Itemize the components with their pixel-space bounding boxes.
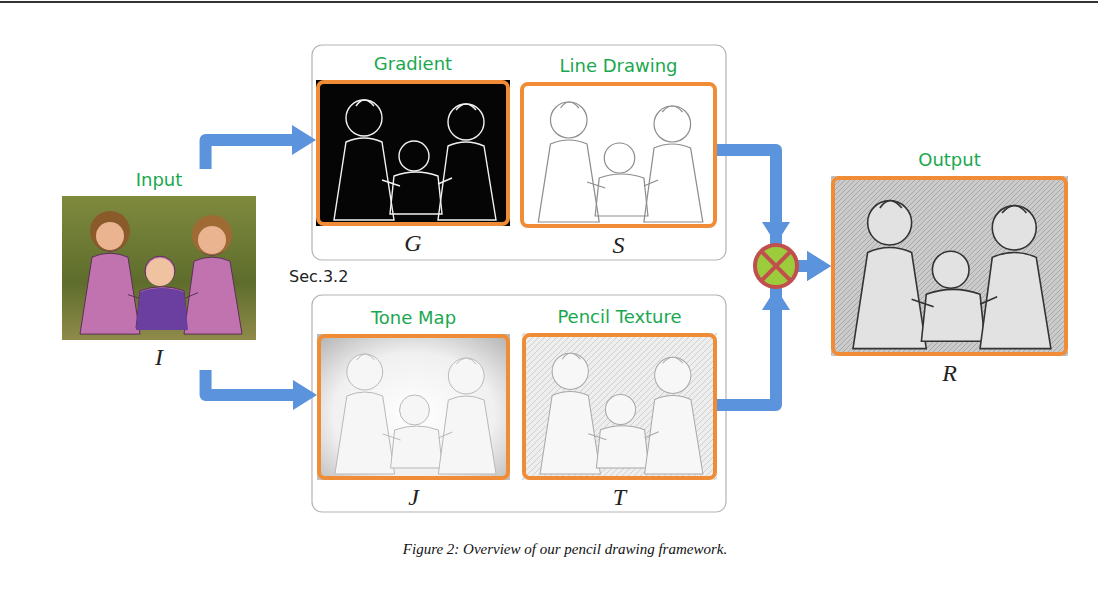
stage-heading: Output: [918, 149, 981, 170]
merge-arrowhead: [762, 222, 790, 244]
photo-hair: [90, 211, 130, 251]
stage-heading: Line Drawing: [559, 55, 677, 76]
symbol-letter: G: [404, 230, 421, 256]
photo-face: [198, 226, 226, 254]
process-box: OutputR: [831, 149, 1068, 386]
image-ground: [316, 80, 510, 226]
image-figures: [538, 102, 703, 222]
process-box: InputI: [62, 169, 256, 370]
symbol-letter: S: [613, 232, 625, 258]
process-box: Line DrawingS: [520, 55, 717, 258]
figure-caption: Figure 2: Overview of our pencil drawing…: [403, 541, 727, 558]
section-label: Sec.3.2: [289, 267, 348, 286]
page-rule: [0, 1, 1098, 3]
image-frame: [62, 196, 256, 340]
image-figures: [335, 354, 496, 474]
line-drawing-image: [520, 82, 717, 228]
image-ground: [522, 333, 717, 480]
image-frame: [316, 80, 510, 226]
image-figures: [540, 353, 703, 474]
stage-panel: [312, 45, 726, 260]
output-image: [831, 176, 1068, 356]
merge-arrowhead: [762, 288, 790, 310]
image-figures: [853, 201, 1051, 349]
tone-map-image: [317, 334, 510, 480]
image-ground: [831, 176, 1068, 356]
photo-face: [96, 222, 124, 250]
image-ground: [520, 82, 717, 228]
symbol-letter: T: [613, 484, 626, 510]
flow-arrow: [206, 140, 292, 169]
image-ground: [317, 334, 510, 480]
stage-heading: Input: [136, 169, 183, 190]
input-photo: [62, 196, 256, 340]
image-hatching: [831, 176, 1068, 356]
gradient-image: [316, 80, 510, 226]
image-frame: [520, 82, 717, 228]
stage-panel: [312, 295, 726, 512]
photo-hair: [192, 215, 232, 255]
multiply-symbol: [755, 245, 797, 287]
symbol-letter: I: [155, 344, 163, 370]
multiply-cross: [762, 252, 790, 280]
photo-ground: [62, 196, 256, 340]
image-frame: [317, 334, 510, 480]
stage-heading: Gradient: [374, 53, 452, 74]
image-figures: [334, 100, 496, 220]
stage-heading: Tone Map: [371, 307, 456, 328]
process-box: GradientG: [316, 53, 510, 256]
flow-arrow: [717, 266, 807, 405]
symbol-letter: J: [408, 484, 419, 510]
photo-shirt: [136, 288, 188, 330]
stage-heading: Pencil Texture: [557, 306, 681, 327]
image-hatching: [522, 333, 717, 480]
flow-arrow: [206, 370, 293, 395]
symbol-letter: R: [942, 360, 957, 386]
pencil-texture-image: [522, 333, 717, 480]
photo-face: [146, 258, 174, 286]
process-box: Tone MapJ: [317, 307, 510, 510]
process-box: Pencil TextureT: [522, 306, 717, 510]
image-frame: [522, 333, 717, 480]
image-frame: [831, 176, 1068, 356]
photo-figures: [80, 216, 242, 334]
